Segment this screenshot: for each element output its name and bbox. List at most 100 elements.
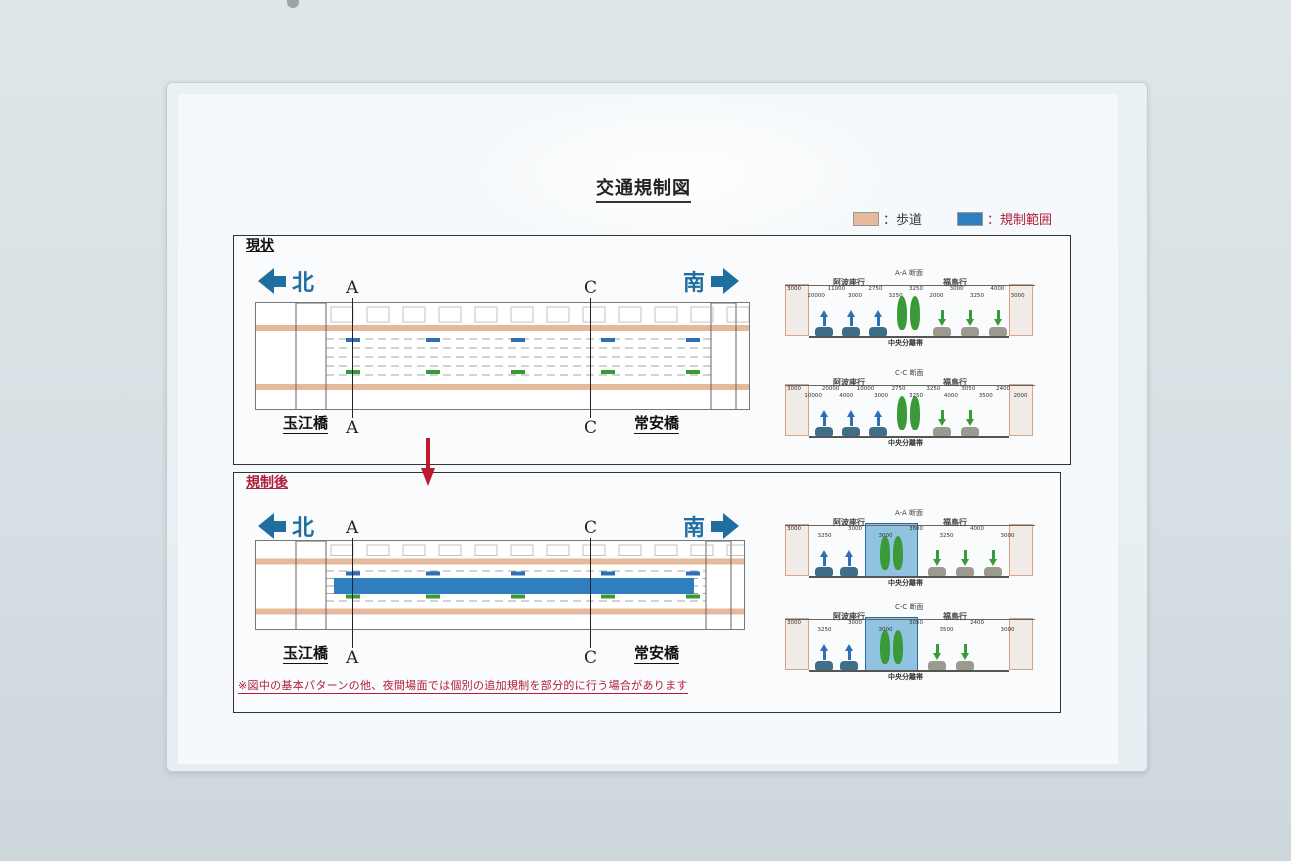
dimension-value: 3250 <box>939 533 954 539</box>
arrow-shaft <box>822 317 826 326</box>
section-cut-line <box>352 298 353 418</box>
building-outline <box>582 306 606 323</box>
lane-northbound <box>838 636 860 670</box>
direction-fukushima: 福島行 <box>943 278 967 287</box>
bridge-left-road <box>295 303 327 409</box>
down-arrow-icon <box>966 419 974 426</box>
dimension-value: 3000 <box>878 627 893 633</box>
car-icon <box>869 327 887 336</box>
building-outline <box>330 544 354 556</box>
car-icon <box>842 427 860 436</box>
tree-icon <box>897 396 907 430</box>
road-surface <box>809 436 1009 438</box>
sidewalk-left <box>785 618 809 670</box>
road-plan-map <box>255 302 750 410</box>
arrow-shaft <box>876 317 880 326</box>
lane-northbound <box>867 402 889 436</box>
section-label-c: C <box>584 418 598 438</box>
lane-arrow-green <box>601 594 615 599</box>
building-outline <box>438 544 462 556</box>
arrow-shaft <box>274 520 286 532</box>
dimension-value: 3250 <box>909 286 923 292</box>
legend-regulation: ：規制範囲 <box>957 209 1052 228</box>
arrow-shaft <box>822 651 826 660</box>
dimension-line <box>785 619 1035 620</box>
car-icon <box>961 427 979 436</box>
dimension-value: 4000 <box>943 393 958 399</box>
up-arrow-icon <box>847 310 855 317</box>
arrow-shaft <box>847 557 851 566</box>
building-outline <box>654 306 678 323</box>
dimension-value: 3000 <box>1000 533 1015 539</box>
building-outline <box>510 306 534 323</box>
median-label: 中央分離帯 <box>888 579 923 587</box>
section-label-c: C <box>584 518 598 538</box>
direction-fukushima: 福島行 <box>943 378 967 387</box>
bridge-name-right: 常安橋 <box>634 644 680 664</box>
dimension-value: 3000 <box>848 620 862 626</box>
down-arrow-icon <box>994 319 1002 326</box>
up-arrow-icon <box>820 550 828 557</box>
lane-arrow-green <box>601 370 615 374</box>
tree-icon <box>892 536 903 570</box>
building-outline <box>330 306 354 323</box>
tree-icon <box>910 396 920 430</box>
arrow-shaft <box>935 644 939 653</box>
up-arrow-icon <box>820 310 828 317</box>
car-icon <box>961 327 979 336</box>
lane-southbound <box>926 542 948 576</box>
sidewalk-south <box>256 608 744 615</box>
car-icon <box>984 567 1002 576</box>
lane-arrow-blue <box>686 571 700 576</box>
up-arrow-icon <box>845 550 853 557</box>
south-label: 南 <box>683 265 740 297</box>
direction-awaza: 阿波座行 <box>833 378 865 387</box>
arrow-shaft <box>963 644 967 653</box>
dimension-value: 3000 <box>787 526 801 532</box>
east-arrow-icon <box>711 268 740 294</box>
lane-northbound <box>838 542 860 576</box>
car-icon <box>815 427 833 436</box>
building-outline <box>690 306 714 323</box>
arrow-shaft <box>968 410 972 419</box>
dimension-line <box>785 285 1035 286</box>
dimension-value: 3000 <box>949 286 964 292</box>
arrow-shaft <box>711 275 724 287</box>
lane-arrow-blue <box>601 571 615 576</box>
dimension-value: 3250 <box>817 627 832 633</box>
lane-arrow-blue <box>346 338 360 342</box>
lane-arrow-blue <box>346 571 360 576</box>
glare <box>470 95 890 255</box>
lane-northbound <box>813 302 835 336</box>
sidewalk-south <box>256 384 749 390</box>
building-outline <box>618 306 642 323</box>
lane-arrow-green <box>511 594 525 599</box>
tree-icon <box>897 296 907 330</box>
building-outline <box>402 544 426 556</box>
direction-awaza: 阿波座行 <box>833 278 865 287</box>
arrow-shaft <box>847 651 851 660</box>
direction-fukushima: 福島行 <box>943 518 967 527</box>
bridge-name-right: 常安橋 <box>634 414 680 434</box>
up-arrow-icon <box>874 310 882 317</box>
arrow-shaft <box>274 275 286 287</box>
road-surface <box>809 336 1009 338</box>
building-outline <box>618 544 642 556</box>
building-outline <box>546 544 570 556</box>
lane-southbound <box>982 542 1004 576</box>
down-arrow-icon <box>938 419 946 426</box>
car-icon <box>956 567 974 576</box>
bridge-right-road <box>710 303 737 409</box>
arrow-head <box>258 268 274 294</box>
building-outline <box>474 306 498 323</box>
section-label-c: C <box>584 278 598 298</box>
road-surface <box>809 576 1009 578</box>
arrow-shaft <box>996 310 1000 319</box>
lane-southbound <box>926 636 948 670</box>
dimension-value: 4000 <box>839 393 854 399</box>
car-icon <box>956 661 974 670</box>
section-label-a: A <box>346 518 359 538</box>
dimension-value: 3000 <box>848 293 862 299</box>
up-arrow-icon <box>874 410 882 417</box>
section-title: C-C 断面 <box>895 603 924 611</box>
